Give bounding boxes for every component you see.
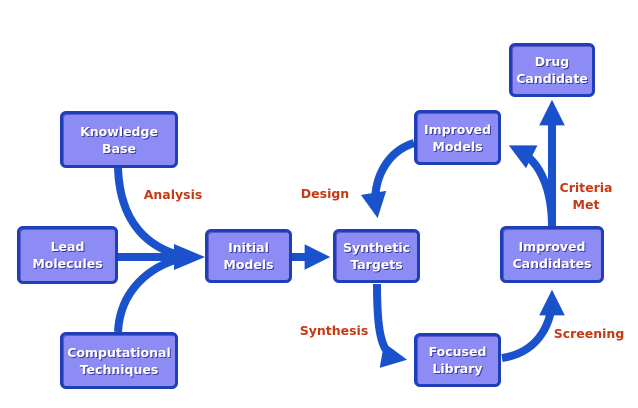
node-knowledge-base: Knowledge Base: [60, 111, 178, 168]
node-focused-library: Focused Library: [414, 333, 501, 387]
node-synthetic-targets: Synthetic Targets: [333, 229, 420, 283]
label-design: Design: [300, 186, 350, 201]
label-criteria-met: Criteria Met: [559, 180, 613, 212]
label-synthesis: Synthesis: [299, 323, 369, 338]
node-lead-molecules: Lead Molecules: [17, 226, 118, 284]
arrow-improved-candidates-to-improved-models: [508, 145, 556, 227]
arrow-knowledge-to-initial: [114, 167, 184, 260]
node-initial-models: Initial Models: [205, 229, 292, 283]
label-screening: Screening: [553, 326, 625, 341]
label-analysis: Analysis: [143, 187, 203, 202]
arrow-focused-to-improved-candidates: [501, 289, 565, 362]
arrow-improved-models-to-synthetic: [360, 139, 416, 219]
node-improved-models: Improved Models: [414, 110, 501, 165]
node-drug-candidate: Drug Candidate: [509, 43, 595, 97]
node-improved-candidates: Improved Candidates: [500, 226, 604, 283]
arrowhead-initial-models: [174, 244, 205, 270]
node-computational-techniques: Computational Techniques: [60, 332, 178, 389]
arrow-synthetic-to-focused: [373, 283, 408, 368]
arrow-computational-to-initial: [114, 254, 184, 333]
